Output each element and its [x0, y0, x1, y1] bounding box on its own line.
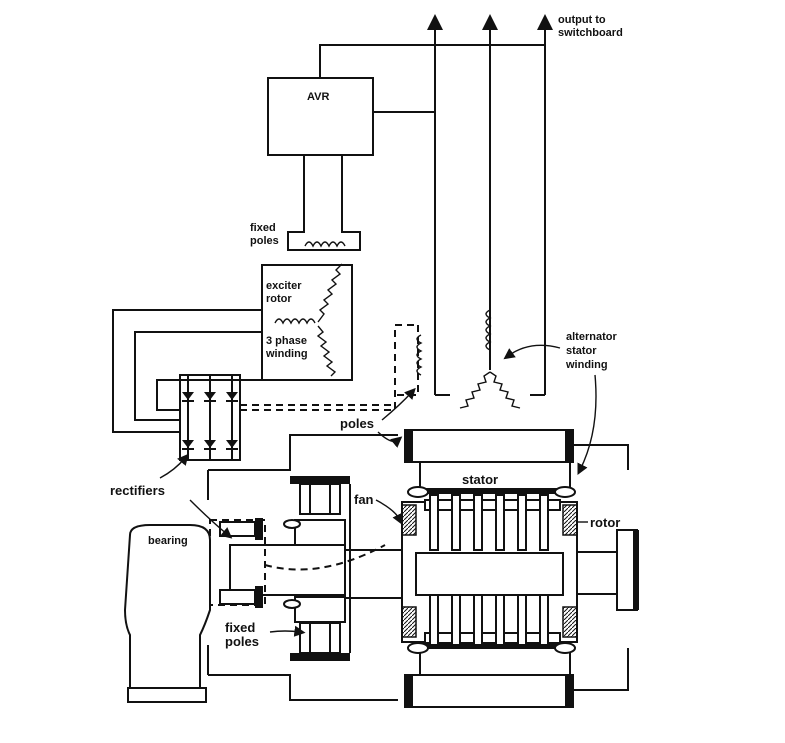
avr-box: [267, 77, 374, 156]
output-label-line1: output to: [558, 14, 606, 26]
alternator-stator-winding: [435, 309, 545, 409]
alternator-label-line2: stator: [566, 345, 597, 357]
fan-label: fan: [354, 492, 374, 507]
main-field-connection: [240, 324, 423, 411]
avr-label: AVR: [307, 91, 329, 103]
output-lines: [319, 14, 553, 395]
rotor-label: rotor: [590, 515, 620, 530]
exciter-label-line3: 3 phase: [266, 335, 307, 347]
exciter-housing: [207, 434, 398, 701]
exciter-label-line2: rotor: [266, 293, 292, 305]
poles-arrow-2: [377, 431, 403, 448]
stator-label: stator: [462, 472, 498, 487]
rectifier-bridge: [179, 374, 241, 461]
poles-label: poles: [340, 416, 374, 431]
bearing-label: bearing: [148, 535, 188, 547]
bearing: [123, 524, 211, 703]
exciter-label-line1: exciter: [266, 280, 302, 292]
fixed-poles-top-line1: fixed: [250, 222, 276, 234]
stator-arrow: [577, 374, 597, 476]
rectifiers-arrow-2: [189, 499, 233, 539]
exciter-rotor-winding: [112, 263, 353, 433]
shaft: [229, 529, 639, 611]
alternator-label-line1: alternator: [566, 331, 617, 343]
fan-arrow: [375, 499, 403, 526]
rectifiers-label: rectifiers: [110, 483, 165, 498]
exciter-fixed-poles: [287, 155, 361, 251]
poles-arrow-1: [381, 387, 416, 421]
rotor-body: [401, 486, 578, 654]
fixed-poles-top-line2: poles: [250, 235, 279, 247]
fixed-poles-arrow: [269, 625, 306, 637]
alternator-label-line3: winding: [565, 359, 608, 371]
exciter-label-line4: winding: [265, 348, 308, 360]
fixed-poles-bottom-line2: poles: [225, 634, 259, 649]
fixed-poles-bottom-line1: fixed: [225, 620, 255, 635]
output-label-line2: switchboard: [558, 27, 623, 39]
rectifiers-arrow-1: [159, 453, 189, 479]
alternator-arrow: [503, 344, 561, 360]
